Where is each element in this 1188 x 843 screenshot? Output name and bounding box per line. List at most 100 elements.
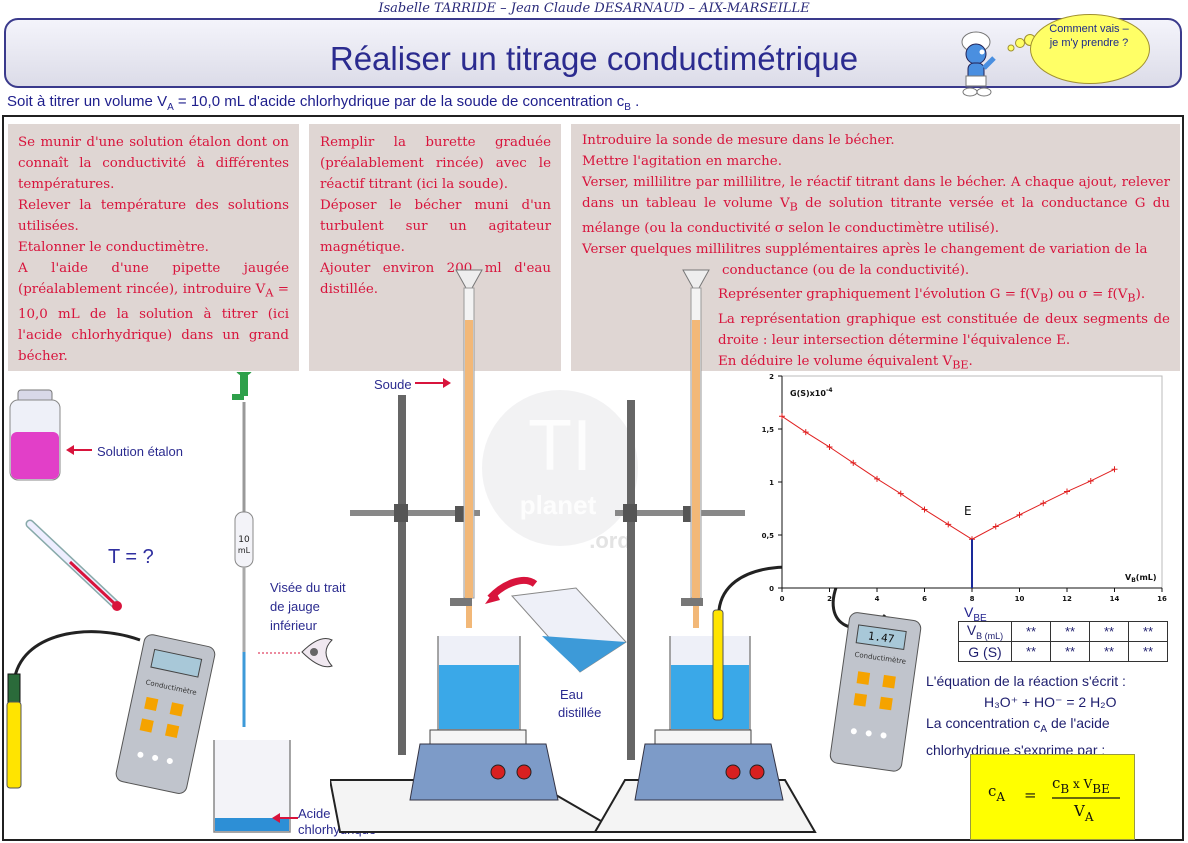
chart-point (826, 444, 833, 451)
step-1-line-3: Etalonner le conductimètre. (18, 240, 209, 255)
intro-sub-a: A (167, 102, 174, 113)
equation-line-3: La concentration cA de l'acide (926, 715, 1110, 735)
bubble-line-2: je m'y prendre ? (1049, 37, 1129, 49)
chart-point (802, 429, 809, 436)
equation-line-1: L'équation de la réaction s'écrit : (926, 673, 1126, 689)
table-row: VB (mL) ** ** ** ** (958, 621, 1168, 642)
chart-point (992, 523, 999, 530)
standard-solution-bottle-icon (9, 389, 92, 481)
intro-part-1: Soit à titrer un volume V (7, 93, 168, 110)
conductimeter-left-icon: Conductimètre (115, 634, 216, 794)
chart-point (874, 475, 880, 482)
chart-point (779, 413, 785, 420)
step-1-panel (8, 124, 299, 371)
arrow-soude-icon (415, 378, 451, 388)
table-header-g: G (S) (958, 641, 1012, 662)
chart-point (921, 506, 928, 513)
titration-setup-left (330, 269, 627, 833)
eye-icon (301, 638, 333, 668)
step-3-line-1: Introduire la sonde de mesure dans le bé… (582, 133, 895, 148)
intro-part-3: . (630, 93, 640, 110)
step-3-line-4: Verser quelques millilitres supplémentai… (582, 241, 1148, 257)
chart-x-tick-label: 0 (780, 595, 785, 603)
step-2-panel (309, 124, 561, 371)
chart-y-tick-label: 1,5 (762, 426, 775, 434)
label-eau-distillee: Eau distillée (558, 687, 602, 720)
table-cell: ** (1128, 621, 1168, 642)
table-row: G (S) ** ** ** ** (958, 641, 1168, 662)
label-temperature: T = ? (108, 546, 154, 568)
table-cell: ** (1011, 641, 1051, 662)
table-cell: ** (1011, 621, 1051, 642)
formula-expression: cA = cB x VBE VA (988, 774, 1120, 824)
chart-point (945, 521, 952, 528)
step-3-line-2: Mettre l'agitation en marche. (582, 154, 782, 169)
step-2-text: Remplir la burette graduée (préalablemen… (320, 132, 551, 300)
table-cell: ** (1089, 641, 1129, 662)
conductimeter-right-icon: 1.47 Conductimètre (829, 612, 922, 772)
chart-x-tick-label: 4 (875, 595, 880, 603)
table-cell: ** (1089, 621, 1129, 642)
formula-box (970, 754, 1135, 840)
formula-numerator: cB x VBE (1052, 774, 1110, 796)
chart-x-tick-label: 14 (1110, 595, 1120, 603)
arrow-acide-icon (272, 813, 298, 823)
chart-point (897, 490, 904, 497)
chart-x-tick-label: 8 (970, 595, 975, 603)
measurement-table: VB (mL) ** ** ** ** G (S) ** ** ** ** (958, 621, 1168, 662)
label-solution-etalon: Solution étalon (97, 444, 184, 459)
intro-sentence: Soit à titrer un volume VA = 10,0 mL d'a… (7, 93, 639, 113)
conductimeter-display: 1.47 (867, 629, 895, 646)
pipette-unit-label: mL (238, 546, 251, 555)
label-vbe: VBE (964, 604, 987, 624)
table-cell: ** (1050, 641, 1090, 662)
step-1-line-2: Relever la température des solutions uti… (18, 198, 289, 234)
step-1-line-4: A l'aide d'une pipette jaugée (préalable… (18, 261, 289, 364)
step-3-text-bottom: Représenter graphiquement l'évolution G … (718, 284, 1170, 375)
equation-text: L'équation de la réaction s'écrit : H₃O⁺… (926, 671, 1176, 761)
bubble-line-1: Comment vais – (1049, 23, 1129, 35)
watermark-ti: TI (528, 406, 592, 486)
smurf-character-icon (961, 31, 996, 97)
pipette-volume-label: 10 (238, 535, 250, 545)
chart-point (1087, 477, 1094, 484)
pipette-icon: 10 mL (232, 372, 300, 727)
chart-x-label: VB(mL) (1125, 573, 1157, 584)
step-3-panel (571, 124, 1180, 371)
intro-part-2: = 10,0 mL d'acide chlorhydrique par de l… (173, 93, 625, 110)
chart-x-tick-label: 16 (1157, 595, 1167, 603)
chart-x-tick-label: 6 (922, 595, 927, 603)
left-illustrations: Conductimètre 10 mL (6, 372, 300, 833)
table-header-vb: VB (mL) (958, 621, 1012, 642)
chart-point (1040, 500, 1047, 507)
thermometer-icon (25, 519, 122, 611)
watermark-planet: planet (520, 490, 597, 520)
table-cell: ** (1128, 641, 1168, 662)
equation-line-4: chlorhydrique s'exprime par : (926, 741, 1106, 758)
step-1-text: Se munir d'une solution étalon dont on c… (18, 132, 289, 367)
chart-y-label: G(S)x10-4 (790, 387, 833, 398)
formula-denominator: VA (1073, 802, 1094, 824)
label-soude: Soude (374, 377, 412, 392)
authors-line: Isabelle TARRIDE – Jean Claude DESARNAUD… (378, 1, 810, 16)
step-3-line-4b: conductance (ou de la conductivité). (722, 262, 970, 278)
chart-y-tick-label: 0 (769, 585, 774, 593)
watermark-logo: TI planet .org (482, 390, 638, 548)
equation-line-2: H₃O⁺ + HO⁻ = 2 H₂O (984, 694, 1117, 710)
step-3-line-7: En déduire le volume équivalent VBE. (718, 353, 973, 372)
chart-annotation-e: E (964, 504, 972, 518)
page-title: Réaliser un titrage conductimétrique (329, 40, 859, 77)
titration-setup-right: 1.47 Conductimètre (593, 269, 922, 833)
acid-beaker-icon (213, 740, 291, 833)
conductivity-probe-icon (6, 630, 141, 789)
chart-x-tick-label: 12 (1062, 595, 1072, 603)
chart-x-tick-label: 2 (827, 595, 832, 603)
step-2-line-3: Ajouter environ 200 ml d'eau distillée. (320, 261, 551, 297)
step-1-line-1: Se munir d'une solution étalon dont on c… (18, 135, 289, 192)
chart-y-tick-label: 0,5 (762, 532, 775, 540)
formula-ca: cA (988, 782, 1005, 804)
speech-bubble-text: Comment vais – je m'y prendre ? (1030, 22, 1148, 50)
table-cell: ** (1050, 621, 1090, 642)
chart-point (1064, 488, 1070, 495)
chart-y-tick-label: 2 (769, 373, 774, 381)
